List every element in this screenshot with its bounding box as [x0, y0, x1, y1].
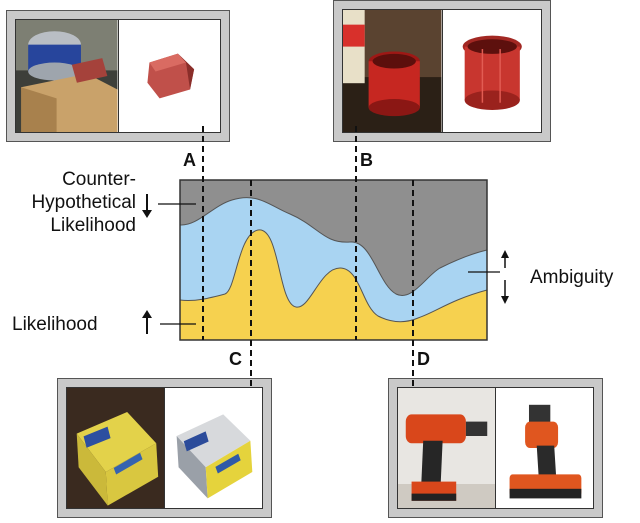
likelihood-boundary [179, 229, 488, 323]
counter-hyp-line-1: Counter- [62, 169, 136, 190]
ambiguity-boundary [179, 197, 488, 296]
scene-photo-b [343, 10, 443, 132]
object-render-d [496, 388, 593, 508]
marker-c: C [229, 349, 243, 369]
panel-a-frame [15, 19, 221, 133]
panel-c-frame [66, 387, 263, 509]
scene-photo-c [67, 388, 165, 508]
counter-hyp-line-3: Likelihood [50, 215, 136, 236]
double-arrow-icon [501, 250, 509, 304]
counter-hypothetical-label: Counter- Hypothetical Likelihood [0, 168, 136, 237]
object-render-a [119, 20, 221, 132]
panel-d-frame [397, 387, 594, 509]
diagram-border [179, 179, 488, 341]
down-arrow-icon [142, 194, 152, 218]
object-render-c [165, 388, 262, 508]
marker-a: A [183, 150, 197, 170]
scene-photo-d [398, 388, 496, 508]
counter-hyp-line-2: Hypothetical [31, 192, 136, 213]
likelihood-region [180, 229, 487, 340]
object-render-b [443, 10, 542, 132]
panel-b [333, 0, 551, 142]
likelihood-label: Likelihood [12, 314, 98, 335]
scene-photo-a [16, 20, 119, 132]
panel-c [57, 378, 272, 518]
ambiguity-label: Ambiguity [530, 267, 614, 288]
marker-d: D [417, 349, 431, 369]
up-arrow-icon [142, 310, 152, 334]
panel-d [388, 378, 603, 518]
marker-b: B [360, 150, 374, 170]
panel-a [6, 10, 230, 142]
panel-b-frame [342, 9, 542, 133]
